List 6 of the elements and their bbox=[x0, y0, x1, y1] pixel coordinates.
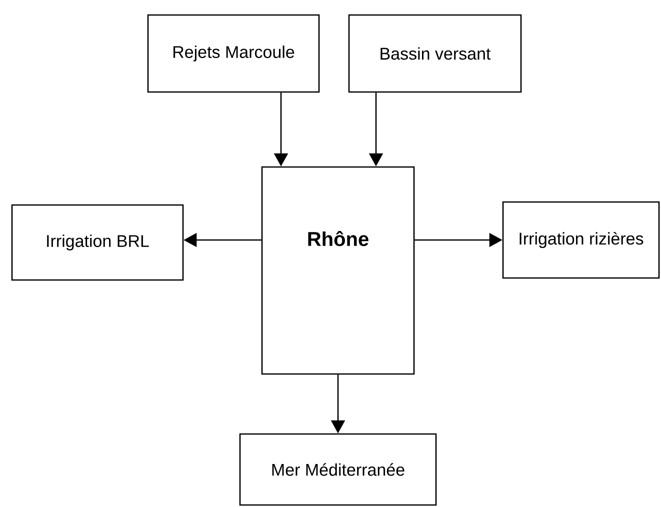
process-box: Mer Méditerranée bbox=[239, 433, 437, 506]
river-box: Rhône bbox=[261, 166, 415, 375]
process-box: Irrigation rizières bbox=[502, 201, 660, 279]
process-box: Irrigation BRL bbox=[11, 204, 184, 281]
process-box: Bassin versant bbox=[348, 14, 522, 93]
process-box: Rejets Marcoule bbox=[147, 14, 320, 93]
